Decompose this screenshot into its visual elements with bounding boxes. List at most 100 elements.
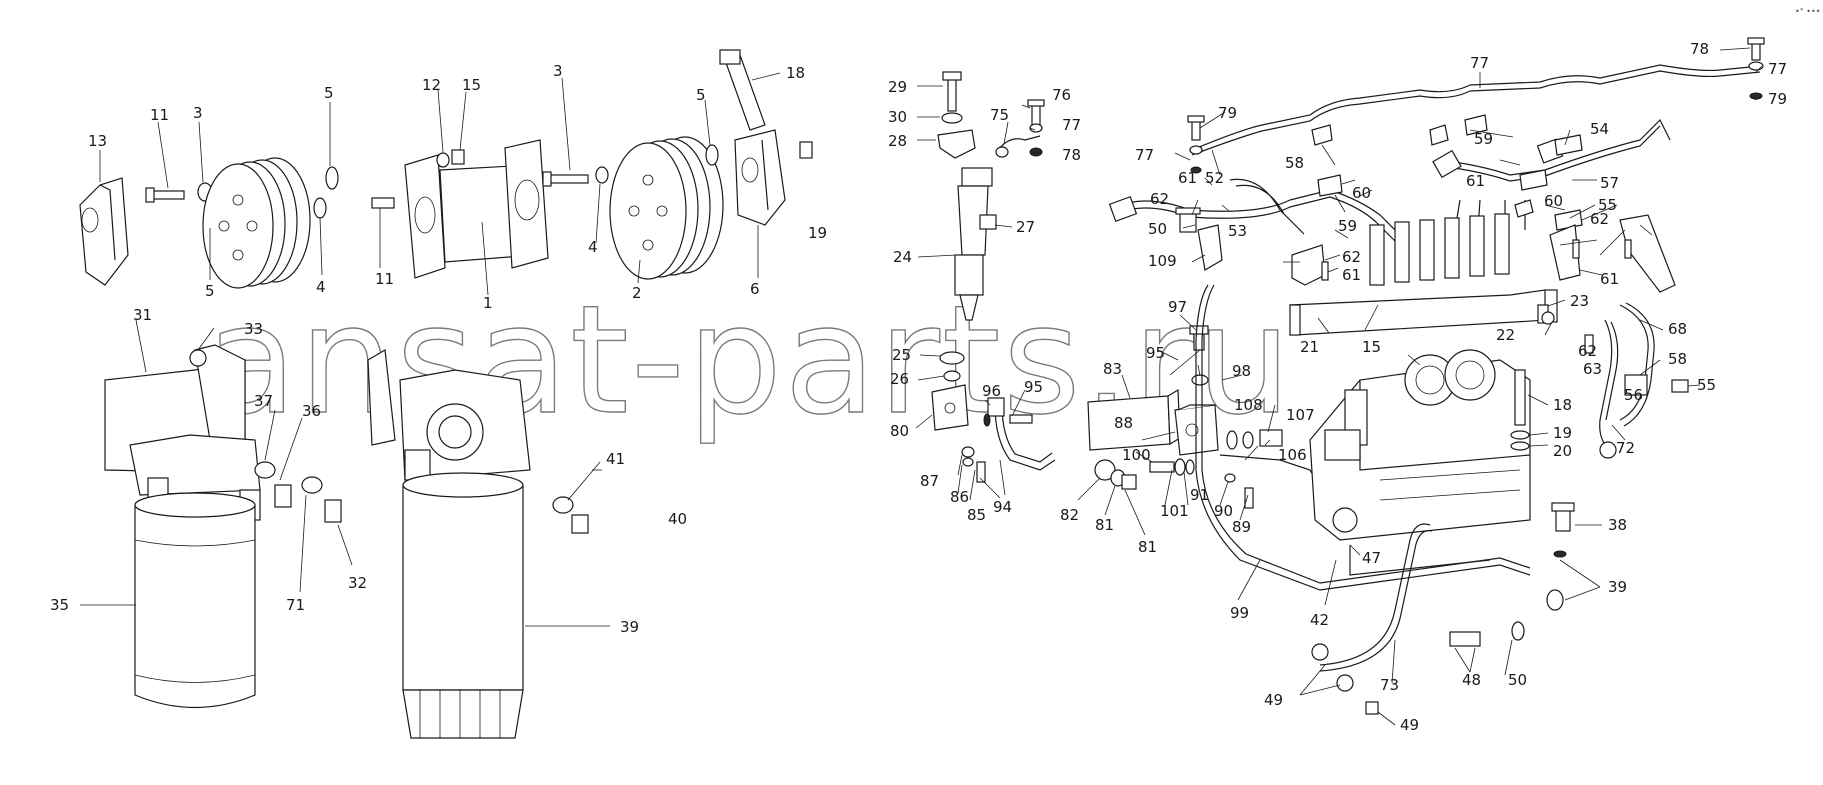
callout-5: 5 [696,86,706,104]
callout-92: 96 [982,382,1001,400]
pipe-90 [987,397,1056,471]
callout-97: 100 [1122,446,1151,464]
washers-39 [1546,550,1567,611]
callout-60: 61 [1466,172,1485,190]
callout-54: 53 [1228,222,1247,240]
callout-62: 62 [1150,190,1169,208]
callout-9: 3 [553,62,563,80]
bolt-29 [942,71,962,112]
callout-55: 55 [1697,376,1716,394]
callout-89: 91 [1190,486,1209,504]
pipe-96 [1195,284,1531,591]
callout-50: 49 [1264,691,1283,709]
bolt-41 [571,514,589,534]
bolt-76 [1187,115,1205,174]
callout-83: 85 [967,506,986,524]
callout-86: 88 [1114,414,1133,432]
callout-41: 40 [668,510,687,528]
fitting-59 [1514,199,1534,218]
callout-62: 62 [1590,210,1609,228]
callout-56: 55 [1598,196,1617,214]
callout-40: 39 [620,618,639,636]
callout-58: 58 [1285,154,1304,172]
callout-73: 77 [1135,146,1154,164]
callout-62: 62 [1342,248,1361,266]
callout-85: 87 [920,472,939,490]
callout-60: 60 [1352,184,1371,202]
callout-72: 76 [1052,86,1071,104]
callout-5: 5 [324,84,334,102]
callout-19: 19 [1553,424,1572,442]
bracket-108 [1549,224,1581,281]
bolt-8 [371,197,395,209]
washer-64a [301,476,323,494]
bolt-94 [1189,325,1209,351]
callout-101: 108 [1234,396,1263,414]
callout-24: 24 [893,248,912,266]
seal-25 [939,351,965,365]
callout-91: 95 [1024,378,1043,396]
callout-87: 89 [1232,518,1251,536]
callout-57: 58 [1668,350,1687,368]
callout-18: 18 [1553,396,1572,414]
callout-63: 68 [1668,320,1687,338]
callout-42: 41 [606,450,625,468]
callout-32: 32 [348,574,367,592]
washer-5c [705,144,719,166]
callout-57: 57 [1600,174,1619,192]
callout-100: 107 [1286,406,1315,424]
callout-61: 62 [1578,342,1597,360]
callout-1: 1 [483,294,493,312]
callout-15: 15 [1362,338,1381,356]
callout-55: 54 [1590,120,1609,138]
callout-28: 28 [888,132,907,150]
callout-98: 101 [1160,502,1189,520]
bolt-22 [1537,304,1555,325]
washer-30 [941,112,963,124]
callout-64: 72 [1616,439,1635,457]
callout-6: 6 [750,280,760,298]
callout-22: 22 [1496,326,1515,344]
callout-84: 86 [950,488,969,506]
bolt-71-72 [995,99,1045,158]
washer-5b [325,166,339,190]
callout-39: 39 [1608,578,1627,596]
callout-21: 21 [1300,338,1319,356]
callout-2: 2 [632,284,642,302]
callout-3: 3 [193,104,203,122]
callout-71: 75 [990,106,1009,124]
bolt-75 [1747,37,1765,61]
callout-8: 11 [375,270,394,288]
bracket-13 [79,177,129,286]
callout-48: 47 [1362,549,1381,567]
callout-58: 59 [1474,130,1493,148]
corner-mark: •° ••• [1795,7,1820,16]
callout-82: 83 [1103,360,1122,378]
bracket-6 [734,129,786,226]
pulley-left [202,157,311,289]
callout-49: 48 [1462,671,1481,689]
callout-77: 79 [1768,90,1787,108]
nut-11b [799,141,813,159]
bolt-7 [145,187,185,203]
harness-74 [1191,64,1761,156]
callout-12: 18 [786,64,805,82]
seal-26 [943,370,961,382]
callout-5: 5 [205,282,215,300]
oil-filter-35 [129,434,261,709]
callout-64: 71 [286,596,305,614]
callout-29: 29 [888,78,907,96]
washer-37 [254,461,276,479]
pipe-47-48 [1349,545,1491,576]
callout-35: 35 [50,596,69,614]
callout-23: 23 [1570,292,1589,310]
bracket-106 [1197,224,1223,271]
callout-4: 4 [316,278,326,296]
bracket-107 [1291,244,1326,286]
callout-79: 81 [1138,538,1157,556]
block-78 [931,384,969,431]
callout-49: 49 [1400,716,1419,734]
callout-50: 50 [1508,671,1527,689]
washer-42 [552,496,574,514]
